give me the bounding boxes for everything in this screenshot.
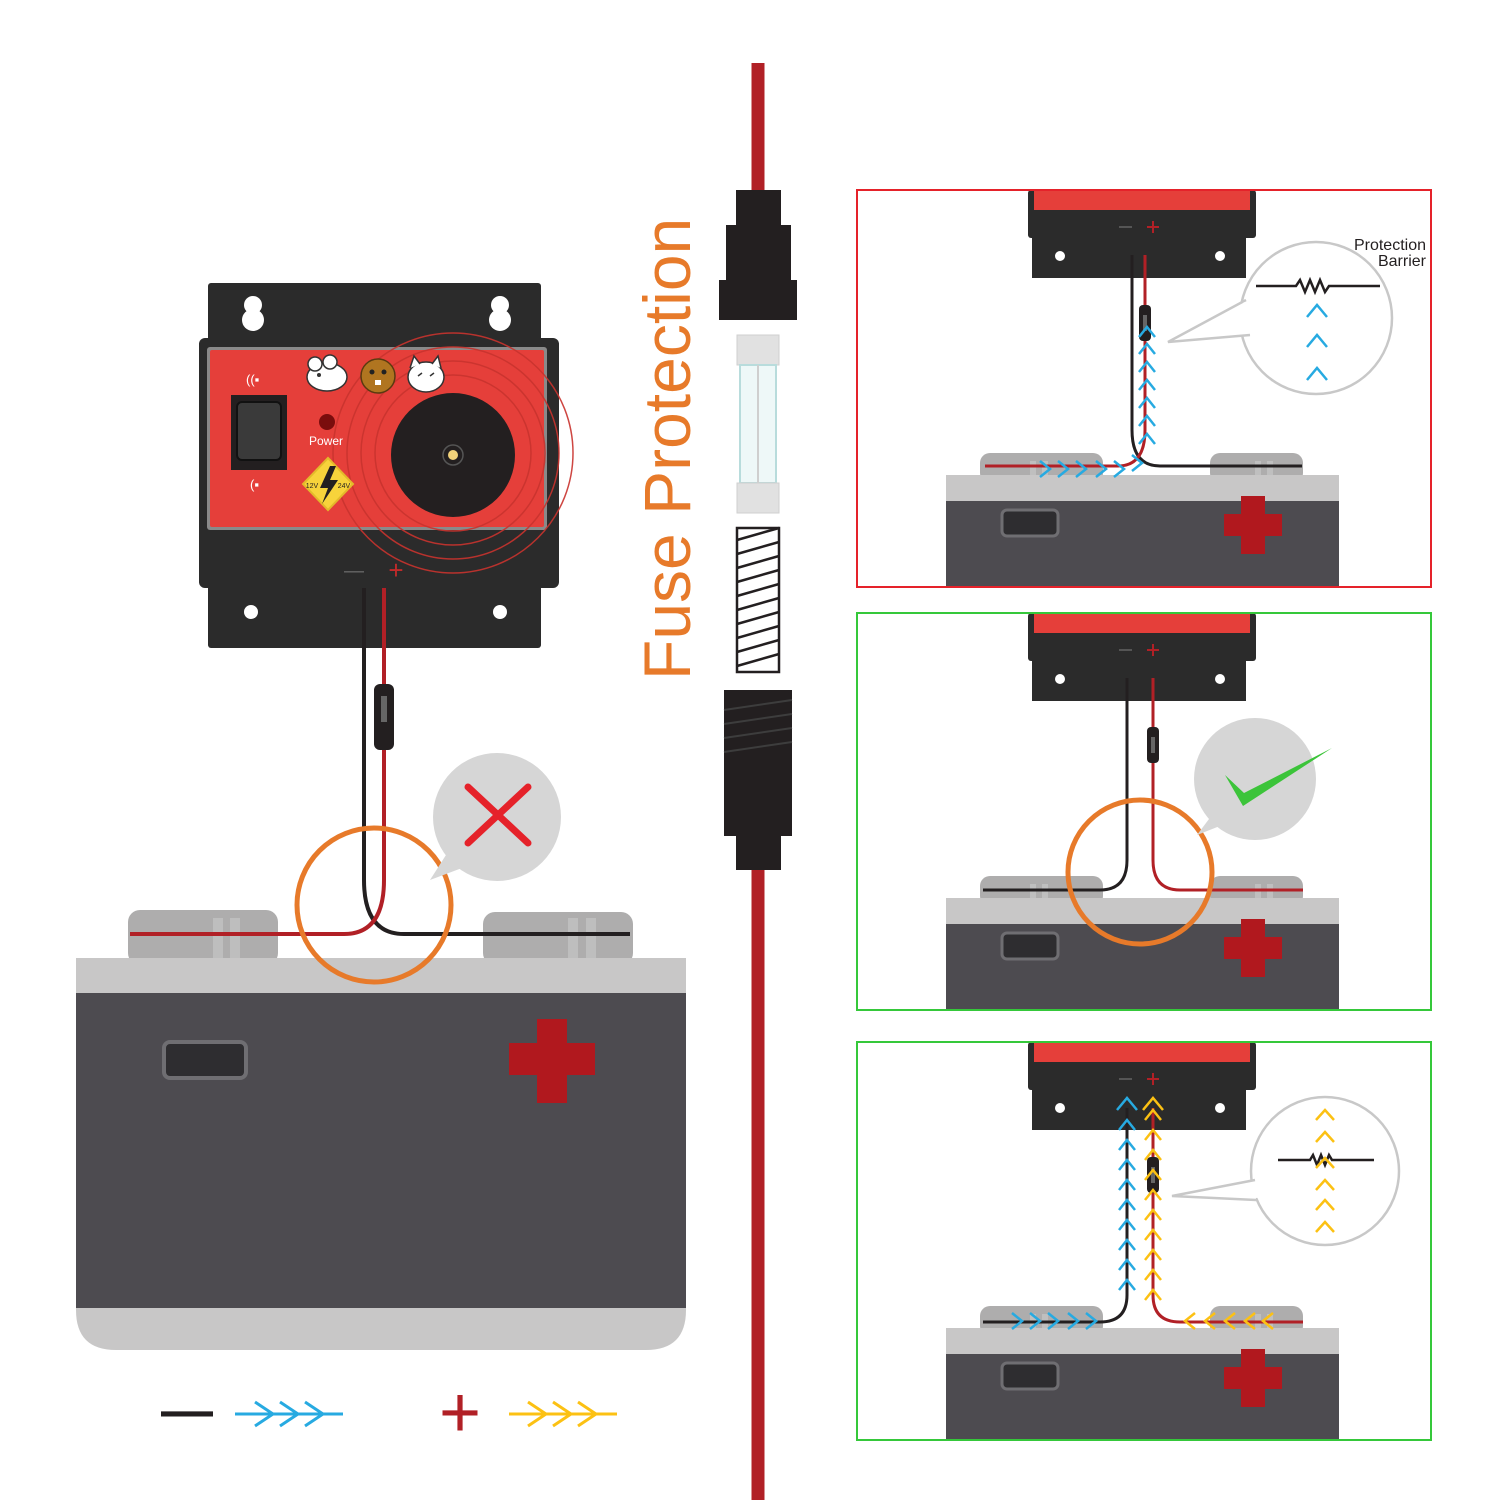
panel-border-correct-2 [856,1041,1432,1441]
legend-blue-arrows-icon [235,1400,343,1428]
lightning-icon [320,466,338,504]
yellow-arrows-icon [1315,1108,1335,1233]
svg-text:12V: 12V [306,483,319,490]
svg-text:+: + [388,555,403,585]
blue-arrows-icon [1306,303,1328,381]
keyhole-icon [242,296,511,331]
fault-highlight-circle [294,825,454,985]
protection-label-line1: Protection [1354,237,1426,254]
panel-border-correct-1 [856,612,1432,1011]
main-device-illustration: ((▪ (▪ Power 12V 24V [199,283,574,648]
speaker-icon [391,393,515,517]
negative-flow-arrows [1011,1096,1138,1330]
legend-negative-symbol: — [161,1382,213,1440]
panel-current-flow [856,1041,1432,1441]
svg-text:—: — [344,560,364,582]
panel-correct-wiring [856,612,1432,1011]
panel-short-circuit: Protection Barrier [856,189,1432,588]
diagram-title: Fuse Protection [630,218,704,680]
main-wiring [130,588,630,985]
resistor-barrier-icon-2 [1278,1151,1374,1169]
correct-callout [1194,718,1332,840]
power-label: Power [309,434,343,448]
cross-icon [464,783,532,847]
glass-fuse-icon [736,334,780,514]
mouse-icon [306,354,348,392]
sound-off-icon: (▪ [250,477,259,492]
protection-label-line2: Barrier [1378,253,1427,270]
correct-highlight-circle [1065,797,1215,947]
wrong-callout [430,753,561,881]
legend-positive-symbol: + [439,1373,481,1453]
power-led-icon [319,414,335,430]
negative-terminal-icon [162,1040,248,1080]
main-battery [76,910,686,1350]
positive-terminal-icon [509,1019,595,1103]
sound-on-icon: ((▪ [246,372,259,387]
rocker-switch [231,395,287,470]
legend-yellow-arrows-icon [509,1400,617,1428]
resistor-barrier-icon [1256,276,1380,296]
panel-border-wrong [856,189,1432,588]
legend: — + [161,1373,617,1453]
check-icon [1225,748,1332,806]
cat-icon [407,354,445,393]
fuse-exploded-view [719,63,797,1500]
spring-icon [735,526,781,674]
svg-text:24V: 24V [338,483,351,490]
positive-flow-arrows [1142,1096,1274,1330]
voltage-badge: 12V 24V [301,456,355,512]
beaver-icon [360,358,396,394]
